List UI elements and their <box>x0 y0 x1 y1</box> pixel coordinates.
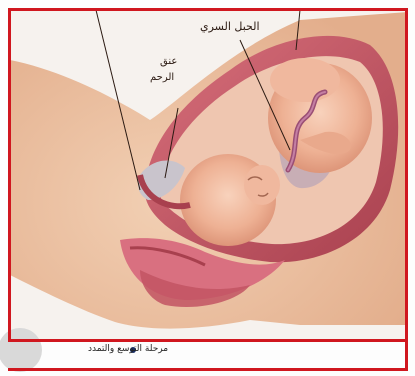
frame-top <box>10 8 408 11</box>
frame-bottom <box>8 339 408 342</box>
frame-right-outer <box>405 339 408 371</box>
frame-right <box>405 8 408 342</box>
umbilical-cord-label: الحبل السري <box>200 20 260 33</box>
fetal-legs <box>270 58 340 102</box>
cervix-label-line2: الرحم <box>150 72 174 83</box>
figure-caption: مرحلة التوسع والتمدد <box>88 344 168 354</box>
cervix-label-line1: عنق <box>160 56 177 67</box>
frame-bottom-outer <box>8 368 408 371</box>
frame-left <box>8 8 11 342</box>
